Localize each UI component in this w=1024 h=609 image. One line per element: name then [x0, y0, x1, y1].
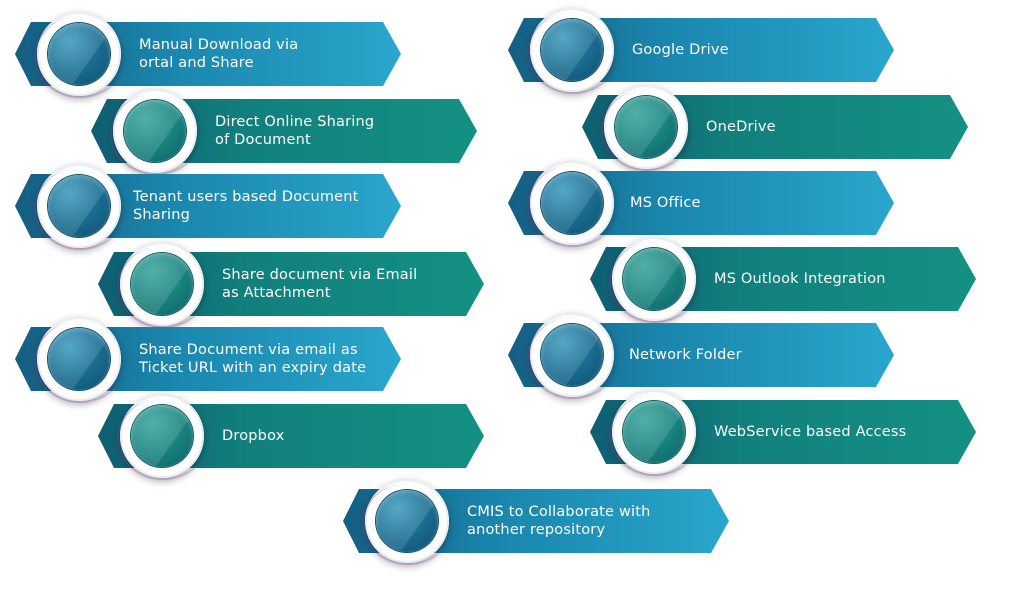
banner-webservice-access: WebService based Access: [590, 390, 976, 476]
banner-cmis-collaborate: CMIS to Collaborate with another reposit…: [343, 479, 729, 565]
banner-label: CMIS to Collaborate with another reposit…: [467, 504, 651, 538]
banner-ms-office: MS Office: [508, 161, 894, 247]
banner-share-ticket-url: Share Document via email as Ticket URL w…: [15, 317, 401, 403]
banner-label: OneDrive: [706, 119, 776, 135]
banner-direct-online-sharing: Direct Online Sharing of Document: [91, 89, 477, 175]
bubble-icon: [527, 161, 619, 247]
bubble-icon: [609, 237, 701, 323]
banner-label: WebService based Access: [714, 424, 907, 440]
banner-label: Dropbox: [222, 428, 285, 444]
banner-label: Manual Download via ortal and Share: [139, 37, 299, 71]
banner-google-drive: Google Drive: [508, 8, 894, 94]
banner-label: Share Document via email as Ticket URL w…: [139, 342, 367, 376]
bubble-icon: [34, 164, 126, 250]
banner-label: Network Folder: [629, 347, 742, 363]
banner-ms-outlook: MS Outlook Integration: [590, 237, 976, 323]
bubble-icon: [527, 313, 619, 399]
banner-share-email-attachment: Share document via Email as Attachment: [98, 242, 484, 328]
banner-network-folder: Network Folder: [508, 313, 894, 399]
bubble-icon: [34, 317, 126, 403]
banner-manual-download: Manual Download via ortal and Share: [15, 12, 401, 98]
banner-label: MS Outlook Integration: [714, 271, 886, 287]
banner-label: Share document via Email as Attachment: [222, 267, 418, 301]
bubble-icon: [117, 394, 209, 480]
bubble-icon: [110, 89, 202, 175]
banner-label: Tenant users based Document Sharing: [133, 189, 359, 223]
bubble-icon: [527, 8, 619, 94]
bubble-icon: [117, 242, 209, 328]
banner-label: Google Drive: [632, 42, 729, 58]
banner-onedrive: OneDrive: [582, 85, 968, 171]
banner-label: MS Office: [630, 195, 701, 211]
banner-dropbox: Dropbox: [98, 394, 484, 480]
bubble-icon: [34, 12, 126, 98]
bubble-icon: [362, 479, 454, 565]
banner-tenant-users-sharing: Tenant users based Document Sharing: [15, 164, 401, 250]
bubble-icon: [601, 85, 693, 171]
bubble-icon: [609, 390, 701, 476]
banner-label: Direct Online Sharing of Document: [215, 114, 375, 148]
